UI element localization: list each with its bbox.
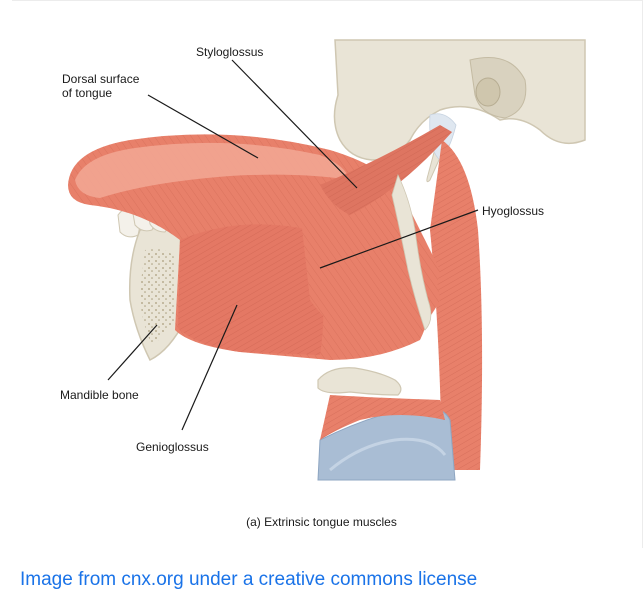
hyoid-bone — [318, 368, 401, 395]
label-genioglossus: Genioglossus — [136, 440, 209, 454]
label-dorsal-surface-line1: Dorsal surface — [62, 72, 139, 86]
label-hyoglossus: Hyoglossus — [482, 204, 544, 218]
image-credit-text: Image from cnx.org under a creative comm… — [20, 569, 477, 591]
label-dorsal-surface-line2: of tongue — [62, 86, 112, 100]
label-styloglossus: Styloglossus — [196, 45, 263, 59]
label-mandible-bone: Mandible bone — [60, 388, 139, 402]
figure-caption: (a) Extrinsic tongue muscles — [0, 515, 643, 529]
skull-base — [334, 40, 585, 160]
ear-canal — [476, 78, 500, 106]
